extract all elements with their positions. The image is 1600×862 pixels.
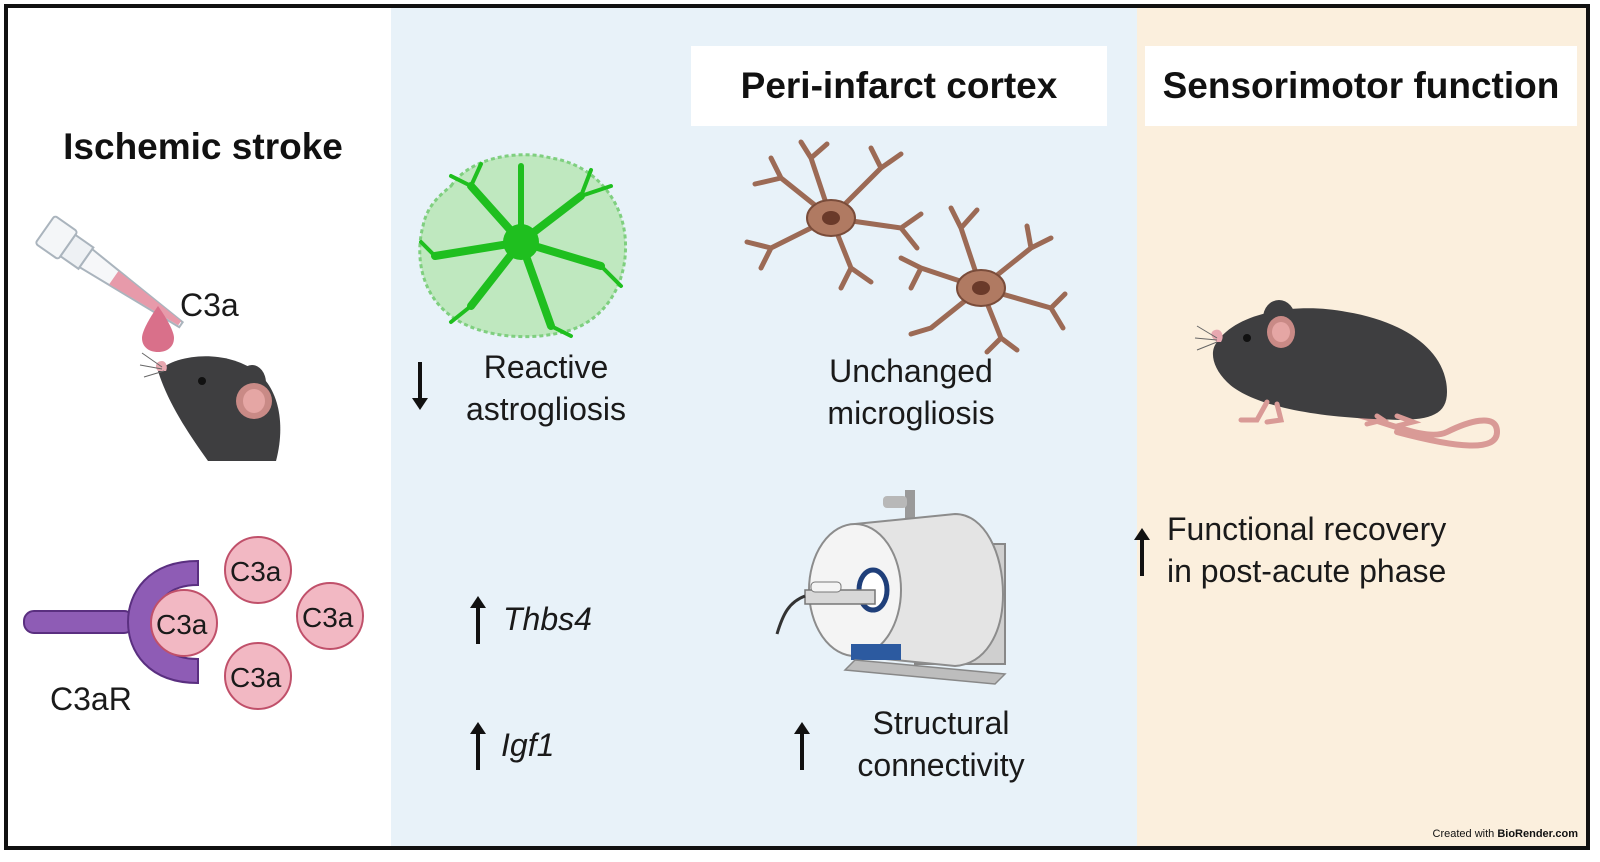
c3a-free-label-3: C3a bbox=[230, 662, 282, 693]
arrow-down-icon bbox=[412, 362, 428, 410]
microglia-icon bbox=[744, 139, 1068, 355]
c3a-bound-circle bbox=[150, 589, 218, 657]
c3a-free-circle-3 bbox=[224, 642, 292, 710]
panel-title-ischemic-stroke: Ischemic stroke bbox=[63, 126, 343, 167]
arrow-up-icon bbox=[470, 722, 486, 770]
arrow-up-icon bbox=[794, 722, 810, 770]
c3a-free-label-1: C3a bbox=[230, 556, 282, 587]
mri-scanner-icon bbox=[775, 490, 1007, 685]
mouse-icon bbox=[1194, 300, 1501, 449]
astrocyte-icon bbox=[418, 153, 628, 339]
c3a-bound-label: C3a bbox=[156, 609, 208, 640]
credit-prefix: Created with bbox=[1432, 828, 1498, 840]
arrow-up-icon bbox=[470, 596, 486, 644]
func-label-line1: Functional recovery bbox=[1167, 511, 1447, 547]
micro-label-line2: microgliosis bbox=[827, 395, 995, 431]
droplet-icon bbox=[142, 306, 174, 352]
c3ar-label: C3aR bbox=[50, 681, 132, 717]
panel-header-sensorimotor: Sensorimotor function bbox=[1145, 46, 1577, 126]
credit-brand: BioRender.com bbox=[1497, 828, 1578, 840]
micro-label-line1: Unchanged bbox=[829, 353, 993, 389]
c3a-free-circle-2 bbox=[296, 582, 364, 650]
astro-label-line2: astrogliosis bbox=[465, 391, 627, 427]
mouse-head-icon bbox=[139, 352, 281, 461]
c3a-free-label-2: C3a bbox=[302, 602, 354, 633]
biorender-credit: Created with BioRender.com bbox=[1433, 828, 1579, 840]
struct-label-line2: connectivity bbox=[857, 747, 1025, 783]
astro-label-line1: Reactive bbox=[483, 349, 609, 385]
panel-title-peri-infarct: Peri-infarct cortex bbox=[740, 65, 1058, 106]
igf1-label: Igf1 bbox=[501, 727, 555, 763]
panel-header-peri-infarct: Peri-infarct cortex bbox=[691, 46, 1107, 126]
figure-frame: Ischemic stroke C3a bbox=[4, 4, 1590, 850]
struct-label-line1: Structural bbox=[872, 705, 1010, 741]
func-label-line2: in post-acute phase bbox=[1167, 553, 1447, 589]
panel-title-sensorimotor: Sensorimotor function bbox=[1162, 65, 1560, 106]
panel-peri-infarct-cortex: Peri-infarct cortex Reactive astrogliosi… bbox=[391, 8, 1137, 846]
panel-sensorimotor-function: Sensorimotor function Functional recover… bbox=[1134, 8, 1586, 846]
panel-ischemic-stroke: Ischemic stroke C3a bbox=[8, 8, 391, 846]
c3a-receptor-diagram bbox=[23, 536, 364, 710]
thbs4-label: Thbs4 bbox=[503, 601, 592, 637]
arrow-up-icon bbox=[1134, 528, 1150, 576]
c3a-free-circle-1 bbox=[224, 536, 292, 604]
c3a-drop-label: C3a bbox=[180, 287, 239, 323]
